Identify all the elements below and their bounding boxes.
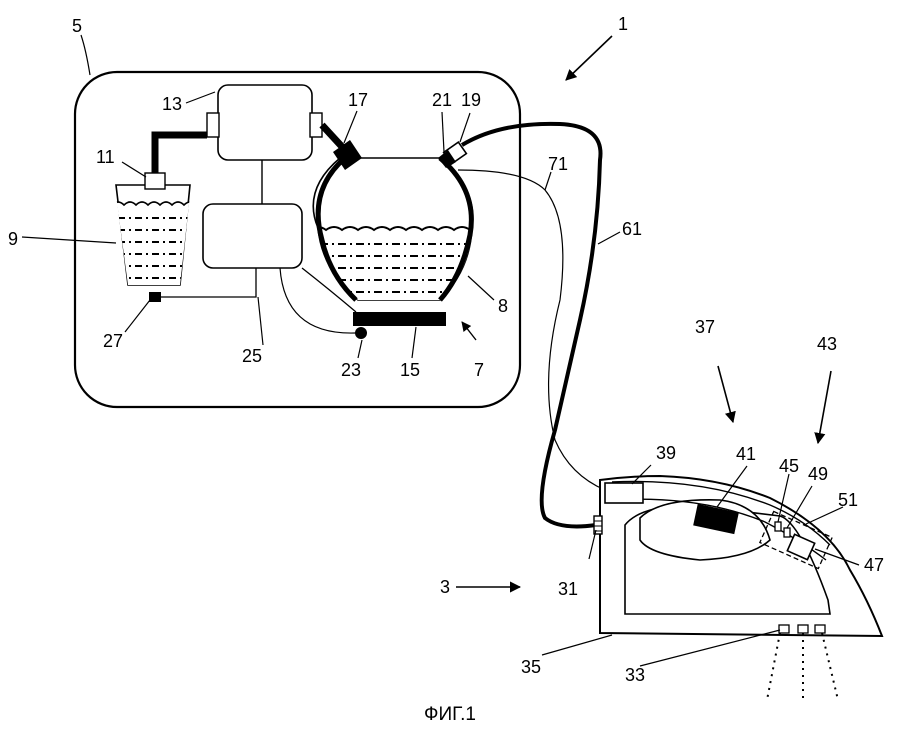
label-11: 11: [96, 147, 115, 167]
label-49: 49: [808, 464, 828, 484]
iron-valve-unit: [604, 482, 644, 504]
temperature-sensor-wire: [279, 267, 356, 334]
hose-connector: [593, 515, 603, 535]
label-33: 33: [625, 665, 645, 685]
label-1: 1: [618, 14, 628, 34]
temperature-sensor: [355, 327, 367, 339]
pump-to-tank-pipe: [319, 122, 348, 153]
reservoir-to-pump-pipe: [151, 131, 207, 175]
control-cable: [457, 169, 606, 491]
steam-trigger-button: [693, 503, 739, 535]
control-unit: [202, 203, 303, 269]
reservoir-water: [116, 201, 190, 285]
pump-body: [217, 84, 313, 161]
label-7: 7: [474, 360, 484, 380]
label-47: 47: [864, 555, 884, 575]
level-sensor: [149, 292, 161, 302]
label-21: 21: [432, 90, 452, 110]
tank-water: [312, 226, 474, 300]
label-13: 13: [162, 94, 182, 114]
label-31: 31: [558, 579, 578, 599]
pump-outlet-port: [309, 112, 323, 138]
sensor-wire: [161, 268, 257, 298]
base-station-housing: [73, 70, 522, 409]
display-window: [786, 533, 816, 561]
figure-caption: ФИГ.1: [424, 704, 476, 725]
label-19: 19: [461, 90, 481, 110]
label-43: 43: [817, 334, 837, 354]
label-35: 35: [521, 657, 541, 677]
label-71: 71: [548, 154, 568, 174]
label-45: 45: [779, 456, 799, 476]
tank-wall-right: [438, 156, 474, 302]
control-button-45: [774, 521, 782, 532]
leader-lines: [21, 34, 860, 667]
label-17: 17: [348, 90, 368, 110]
control-button-49: [783, 527, 791, 538]
tank-inlet-valve: [333, 140, 362, 170]
label-3: 3: [440, 577, 450, 597]
reservoir-outlet-valve: [144, 172, 166, 190]
label-5: 5: [72, 16, 82, 36]
label-9: 9: [8, 229, 18, 249]
label-61: 61: [622, 219, 642, 239]
steam-hose: [460, 121, 603, 529]
label-41: 41: [736, 444, 756, 464]
label-37: 37: [695, 317, 715, 337]
label-15: 15: [400, 360, 420, 380]
tank-wall-left: [315, 156, 358, 302]
steam-vents: [766, 624, 839, 702]
iron-steam-channel: [611, 480, 831, 546]
arrow-7: [461, 321, 477, 341]
label-27: 27: [103, 331, 123, 351]
label-51: 51: [838, 490, 858, 510]
arrow-37: [717, 365, 736, 424]
label-25: 25: [242, 346, 262, 366]
pump-inlet-port: [206, 112, 220, 138]
label-8: 8: [498, 296, 508, 316]
heater-control-wire: [301, 267, 357, 313]
arrow-43: [814, 370, 832, 445]
label-39: 39: [656, 443, 676, 463]
heater-plate: [353, 312, 446, 326]
tank-outlet-collar: [438, 150, 456, 168]
label-23: 23: [341, 360, 361, 380]
arrow-1: [565, 35, 613, 81]
